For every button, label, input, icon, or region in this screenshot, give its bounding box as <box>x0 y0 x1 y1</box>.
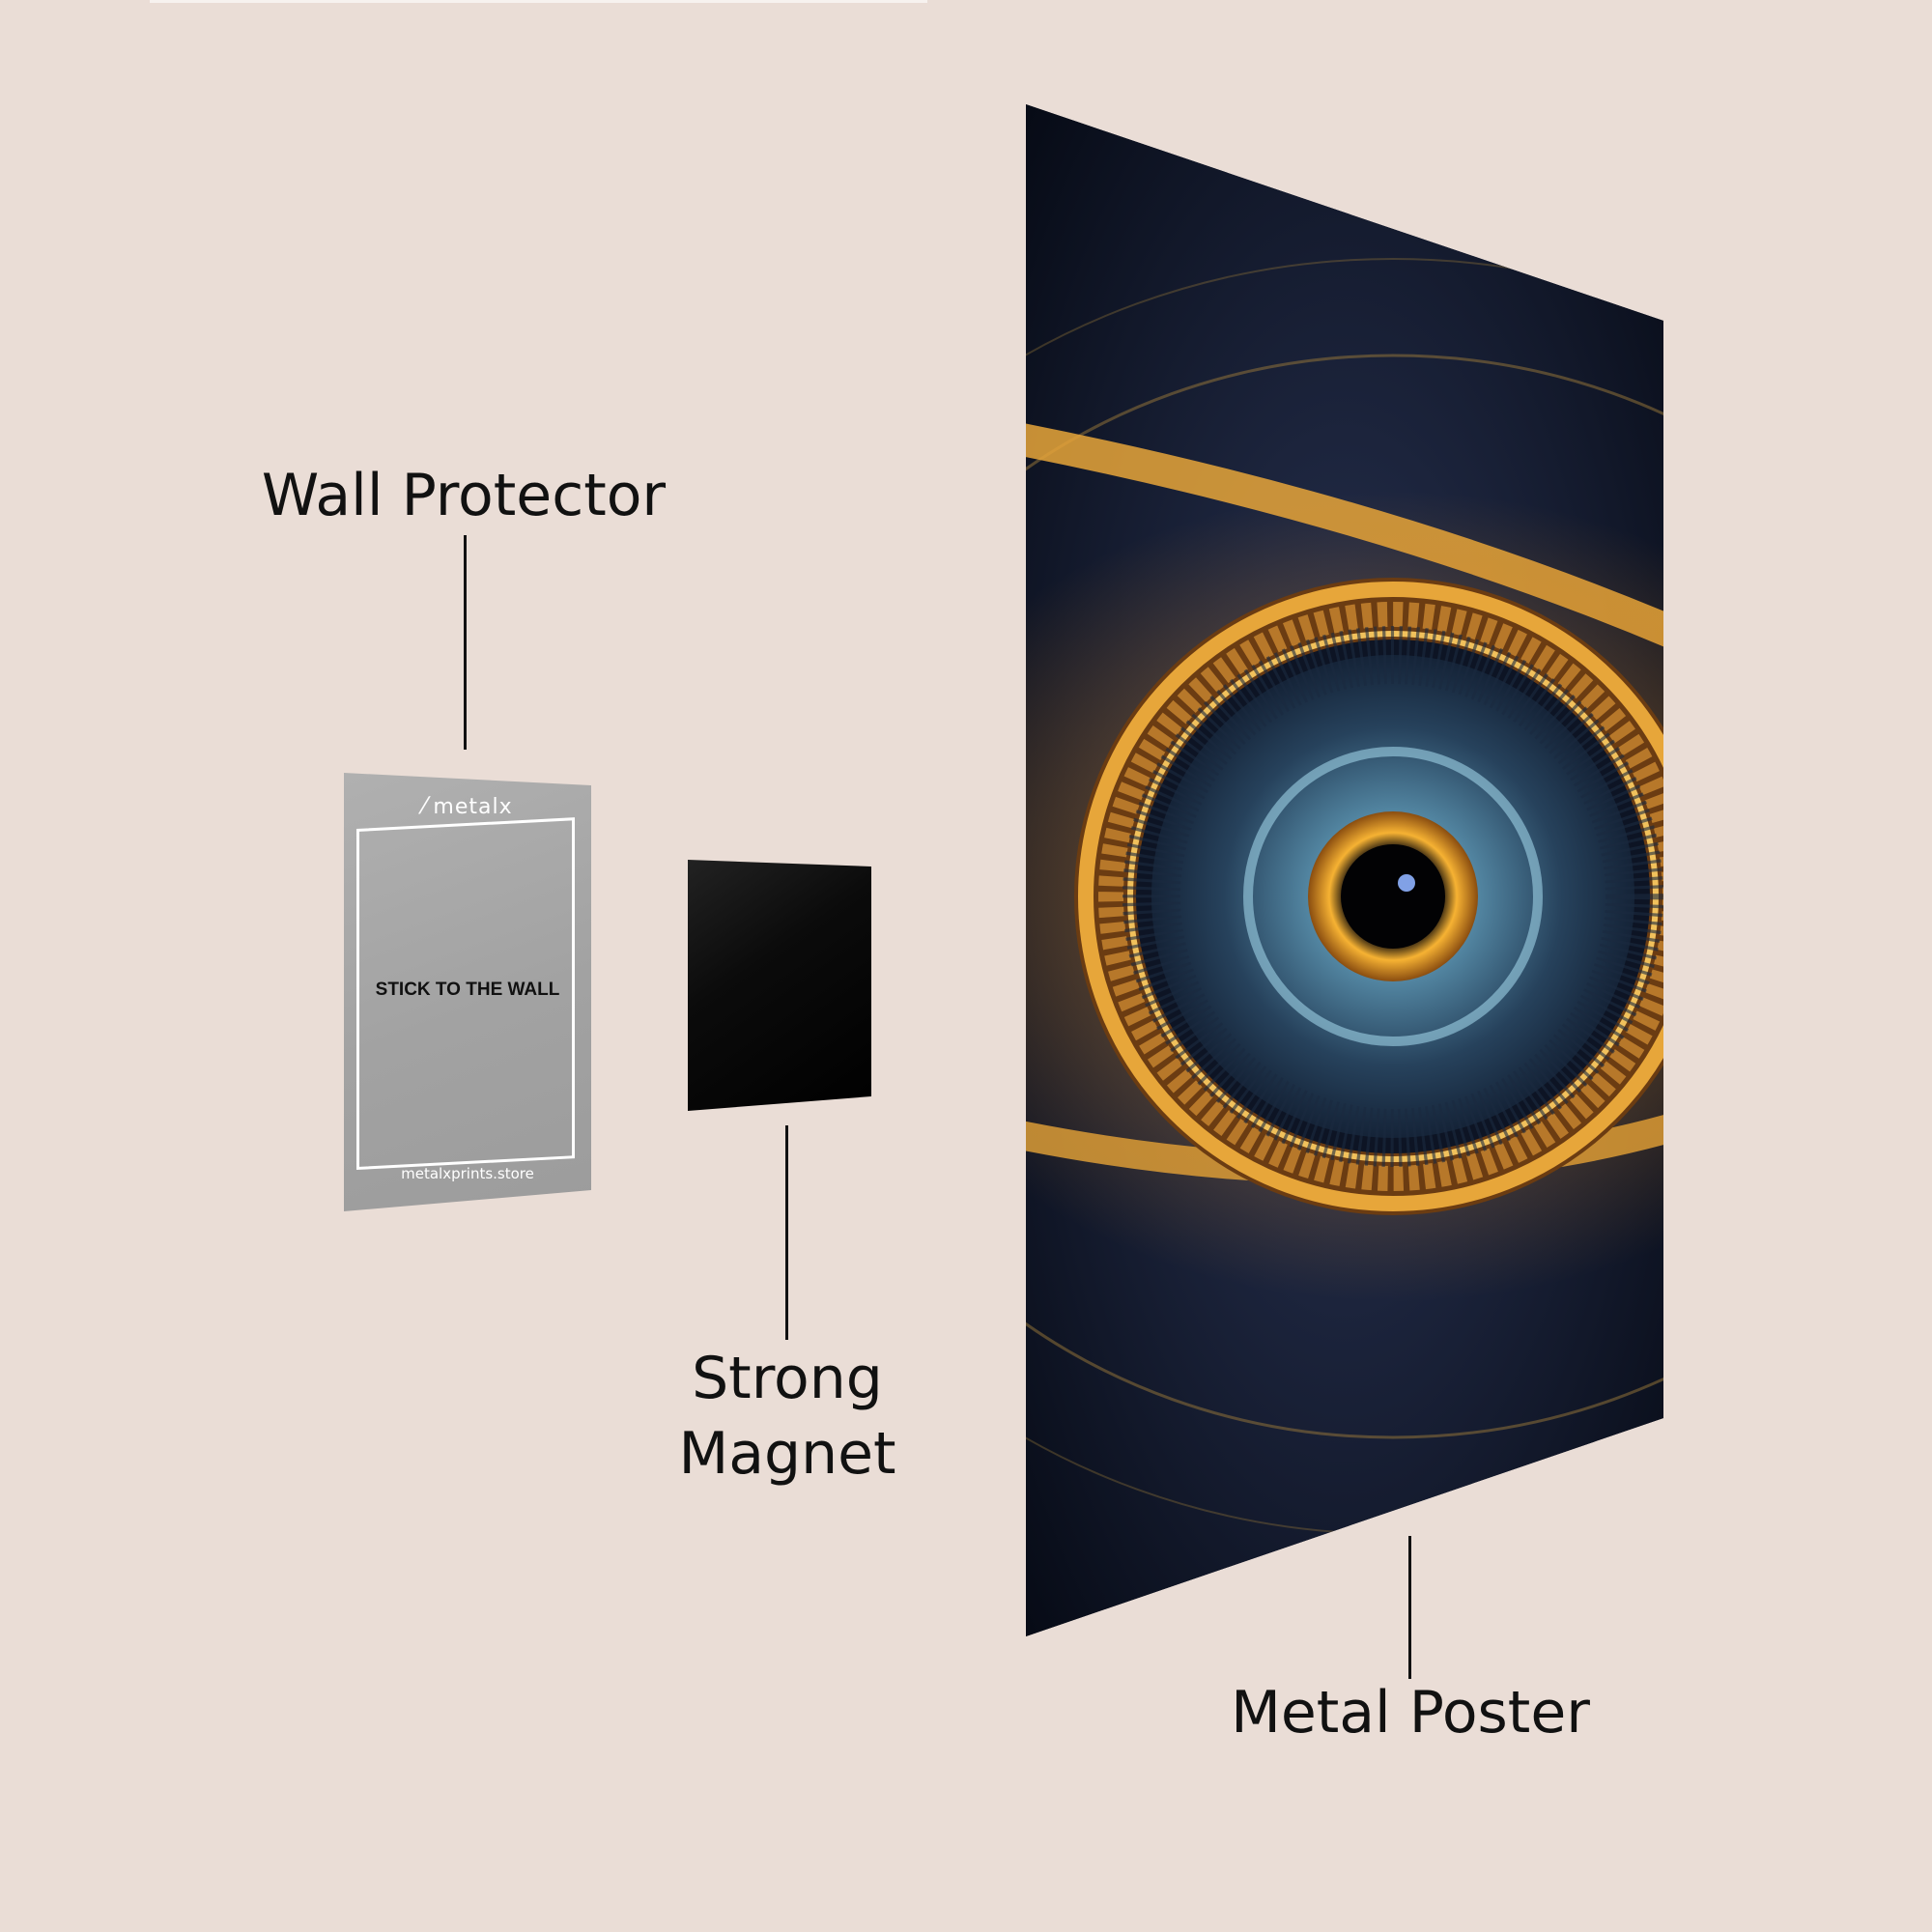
strong-magnet-leader-line <box>785 1125 788 1340</box>
strong-magnet-plate <box>688 860 871 1111</box>
metalx-logo-icon: ⁄ <box>422 792 428 819</box>
protector-brand-text: metalx <box>433 795 513 819</box>
metal-poster <box>1026 104 1663 1636</box>
wall-protector-leader-line <box>464 535 467 750</box>
poster-artwork <box>1026 104 1663 1636</box>
metal-poster-label: Metal Poster <box>1231 1679 1590 1747</box>
wall-protector-label: Wall Protector <box>261 462 667 529</box>
protector-instruction: STICK TO THE WALL <box>375 980 560 1000</box>
protector-brand: ⁄metalx <box>344 792 591 819</box>
wall-protector-plate: ⁄metalx STICK TO THE WALL metalxprints.s… <box>344 773 591 1211</box>
top-divider <box>150 0 927 3</box>
strong-magnet-label: Strong Magnet <box>678 1345 896 1488</box>
protector-url: metalxprints.store <box>401 1165 534 1182</box>
metal-poster-leader-line <box>1408 1536 1411 1679</box>
